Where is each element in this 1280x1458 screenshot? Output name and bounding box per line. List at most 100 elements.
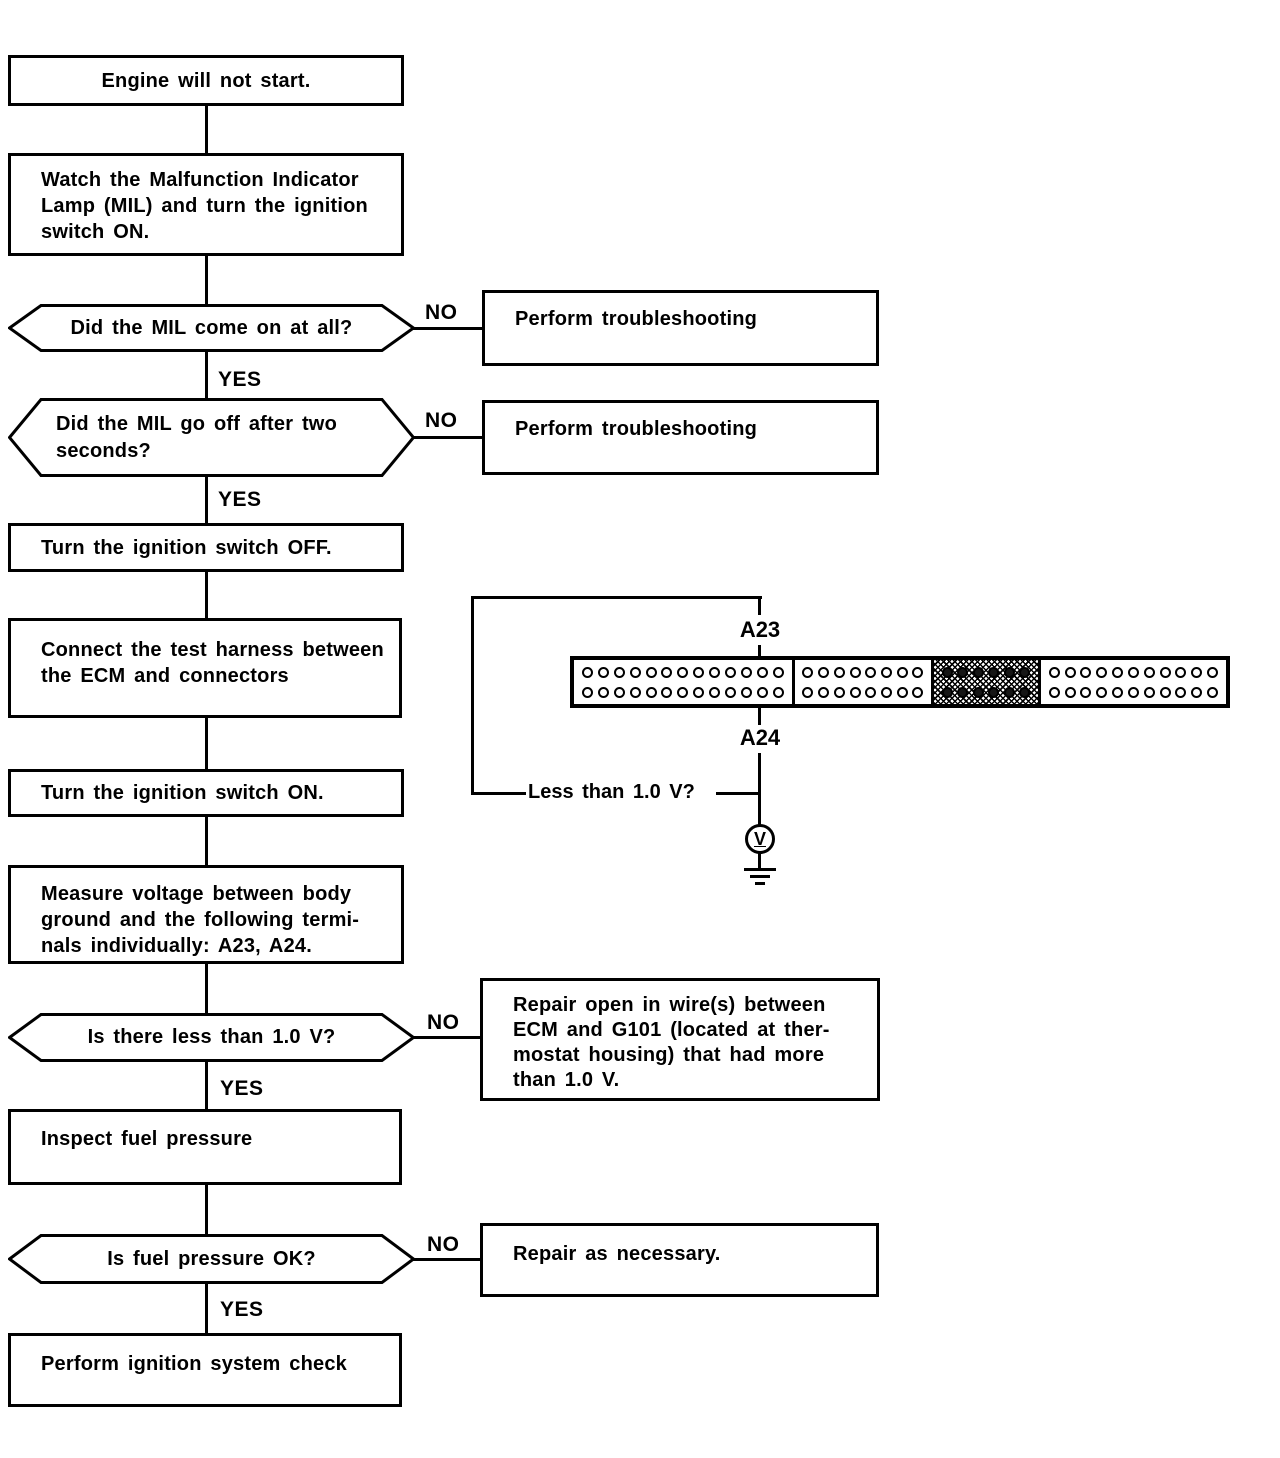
decision-less-than-1v: Is there less than 1.0 V?: [8, 1013, 415, 1062]
connector-pin: [957, 666, 969, 678]
flow-line: [205, 717, 208, 770]
connector-pin: [833, 666, 845, 678]
ecm-connector-strip: [570, 656, 1230, 708]
terminal-a23-label: A23: [739, 617, 781, 642]
connector-pin: [613, 686, 625, 698]
connector-pin: [802, 666, 814, 678]
decision-mil-go-off: Did the MIL go off after two seconds?: [8, 398, 415, 477]
connector-pin: [740, 666, 752, 678]
no-label: NO: [427, 1233, 460, 1256]
node-ignition-system-check: Perform ignition system check: [8, 1333, 402, 1407]
terminal-a24-label: A24: [739, 725, 781, 750]
node-text: Watch the Malfunction Indicator: [41, 169, 359, 191]
node-repair-open-wire: Repair open in wire(s) between ECM and G…: [480, 978, 880, 1101]
node-text: Perform ignition system check: [41, 1353, 348, 1375]
node-ignition-off: Turn the ignition switch OFF.: [8, 523, 404, 572]
connector-pin: [1143, 666, 1155, 678]
node-repair-as-necessary: Repair as necessary.: [480, 1223, 879, 1297]
node-connect-harness: Connect the test harness between the ECM…: [8, 618, 402, 718]
flow-line: [205, 106, 208, 153]
connector-pin: [1003, 686, 1015, 698]
connector-pin: [1096, 666, 1108, 678]
connector-pin: [1143, 686, 1155, 698]
flow-line: [205, 1061, 208, 1110]
connector-pin: [1159, 686, 1171, 698]
connector-pin: [1191, 666, 1203, 678]
node-engine-will-not-start: Engine will not start.: [8, 55, 404, 106]
connector-pin: [756, 686, 768, 698]
connector-pin: [1048, 666, 1060, 678]
connector-pin-row: [937, 662, 1035, 682]
node-text: ECM and G101 (located at ther-: [513, 1019, 830, 1041]
connector-pin: [941, 666, 953, 678]
connector-pin: [988, 666, 1000, 678]
node-ignition-on: Turn the ignition switch ON.: [8, 769, 404, 817]
connector-pin: [1127, 686, 1139, 698]
connector-pin: [865, 686, 877, 698]
connector-pin: [756, 666, 768, 678]
flow-line: [205, 1283, 208, 1334]
no-branch-line: [412, 1258, 480, 1261]
voltmeter-letter: V: [753, 828, 766, 849]
connector-pin: [941, 686, 953, 698]
connector-pin: [613, 666, 625, 678]
decision-text: Did the MIL go off after two: [56, 412, 337, 435]
connector-pin: [896, 686, 908, 698]
connector-pin: [597, 686, 609, 698]
connector-pin: [833, 686, 845, 698]
connector-pin: [677, 666, 689, 678]
connector-pin-row: [798, 682, 928, 702]
connector-pin: [629, 686, 641, 698]
connector-pin: [880, 686, 892, 698]
connector-pin: [1080, 666, 1092, 678]
connector-pin: [1207, 686, 1219, 698]
connector-pin-row: [577, 662, 789, 682]
decision-label: Did the MIL go off after two seconds?: [8, 398, 415, 477]
connector-pin: [880, 666, 892, 678]
node-text: Perform troubleshooting: [515, 418, 758, 440]
node-text: Repair open in wire(s) between: [513, 994, 826, 1016]
node-text: nals individually: A23, A24.: [41, 935, 312, 957]
connector-pin: [957, 686, 969, 698]
node-text: ground and the following termi-: [41, 909, 360, 931]
connector-pin: [1175, 686, 1187, 698]
decision-label: Is there less than 1.0 V?: [87, 1026, 336, 1048]
connector-pin: [661, 686, 673, 698]
probe-wire: [471, 792, 526, 795]
ground-bar: [755, 882, 765, 885]
connector-pin: [1080, 686, 1092, 698]
decision-fuel-pressure-ok: Is fuel pressure OK?: [8, 1234, 415, 1284]
connector-pin-row: [577, 682, 789, 702]
no-label: NO: [427, 1011, 460, 1034]
connector-section: [574, 660, 792, 704]
connector-pin: [677, 686, 689, 698]
no-label: NO: [425, 409, 458, 432]
ground-icon: [740, 866, 780, 890]
connector-pin: [661, 666, 673, 678]
node-measure-voltage: Measure voltage between body ground and …: [8, 865, 404, 964]
connector-pin: [1003, 666, 1015, 678]
yes-label: YES: [220, 1298, 264, 1321]
connector-pin-row: [798, 662, 928, 682]
connector-pin-row: [1044, 682, 1223, 702]
connector-pin: [709, 666, 721, 678]
connector-pin: [1191, 686, 1203, 698]
connector-pin: [849, 666, 861, 678]
voltmeter-icon: V: [745, 824, 775, 854]
node-perform-troubleshooting-2: Perform troubleshooting: [482, 400, 879, 475]
node-text: than 1.0 V.: [513, 1069, 620, 1091]
connector-pin: [865, 666, 877, 678]
connector-pin: [725, 666, 737, 678]
connector-pin: [912, 666, 924, 678]
connector-pin: [896, 666, 908, 678]
connector-pin: [972, 666, 984, 678]
flow-line: [205, 1184, 208, 1235]
yes-label: YES: [218, 488, 262, 511]
connector-pin: [597, 666, 609, 678]
connector-pin: [988, 686, 1000, 698]
probe-wire: [716, 792, 760, 795]
connector-pin: [1019, 686, 1031, 698]
connector-pin: [1112, 686, 1124, 698]
node-text: Lamp (MIL) and turn the ignition: [41, 195, 368, 217]
terminal-a24-lead: [758, 753, 761, 826]
